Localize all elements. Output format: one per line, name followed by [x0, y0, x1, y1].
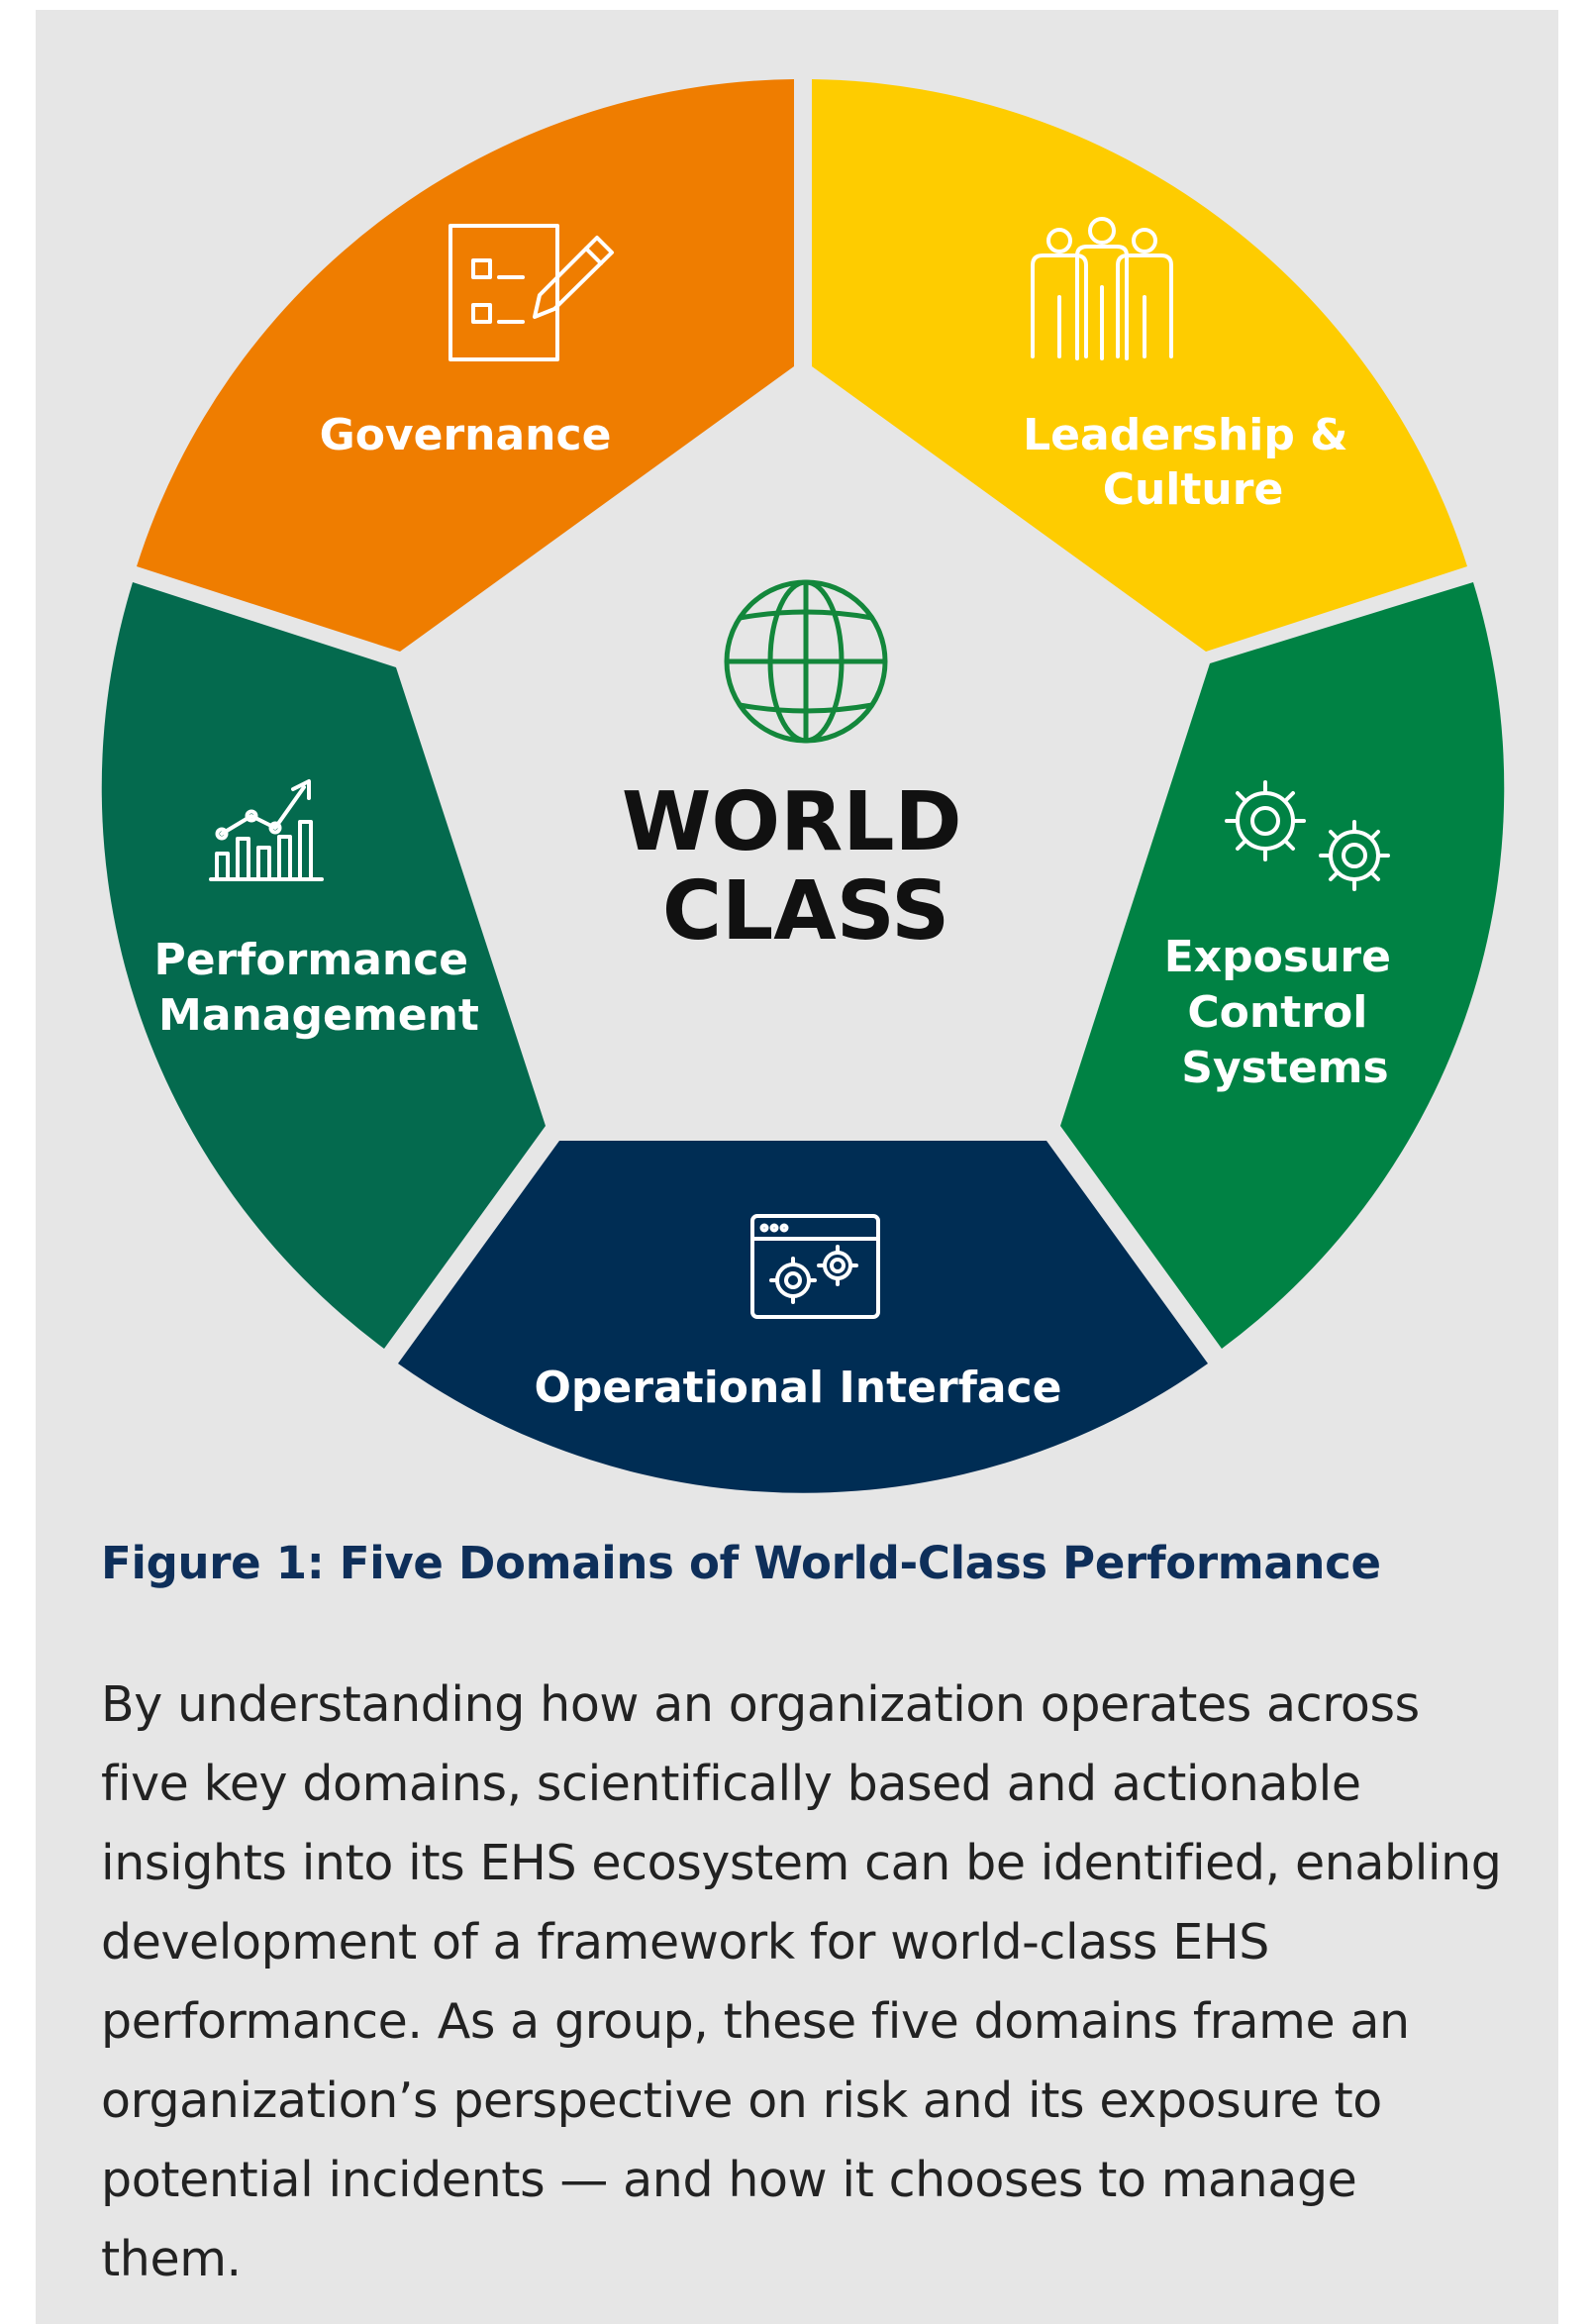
segment-exposure-shape	[1060, 582, 1505, 1349]
people-group-icon	[1031, 217, 1173, 360]
figure-caption: Figure 1: Five Domains of World-Class Pe…	[101, 1537, 1381, 1589]
segment-label-leadership: Leadership & Culture	[1023, 410, 1363, 515]
checklist-pencil-icon	[448, 224, 614, 361]
segment-leadership-culture: Leadership & Culture	[812, 79, 1467, 652]
segment-governance-shape	[137, 79, 794, 652]
segment-label-performance: Performance Management	[154, 935, 484, 1041]
browser-gears-icon	[750, 1214, 880, 1319]
globe-icon	[724, 579, 888, 744]
segment-governance: Governance	[137, 79, 794, 652]
center-world-class: WORLD CLASS	[622, 579, 990, 959]
world-class-label: WORLD CLASS	[622, 775, 990, 959]
segment-operational-interface: Operational Interface	[398, 1141, 1208, 1493]
segment-leadership-shape	[812, 79, 1467, 652]
body-paragraph: By understanding how an organization ope…	[101, 1676, 1502, 2287]
segment-label-governance: Governance	[320, 410, 612, 460]
five-domains-diagram: Governance Leadership & Culture	[101, 79, 1505, 1493]
segment-label-operational: Operational Interface	[535, 1363, 1062, 1413]
gears-icon	[1225, 780, 1390, 891]
segment-label-exposure: Exposure Control Systems	[1164, 932, 1407, 1093]
segment-exposure-control: Exposure Control Systems	[1060, 582, 1505, 1349]
segment-performance-management: Performance Management	[101, 582, 547, 1349]
segment-performance-shape	[101, 582, 547, 1349]
trend-chart-icon	[209, 779, 324, 881]
